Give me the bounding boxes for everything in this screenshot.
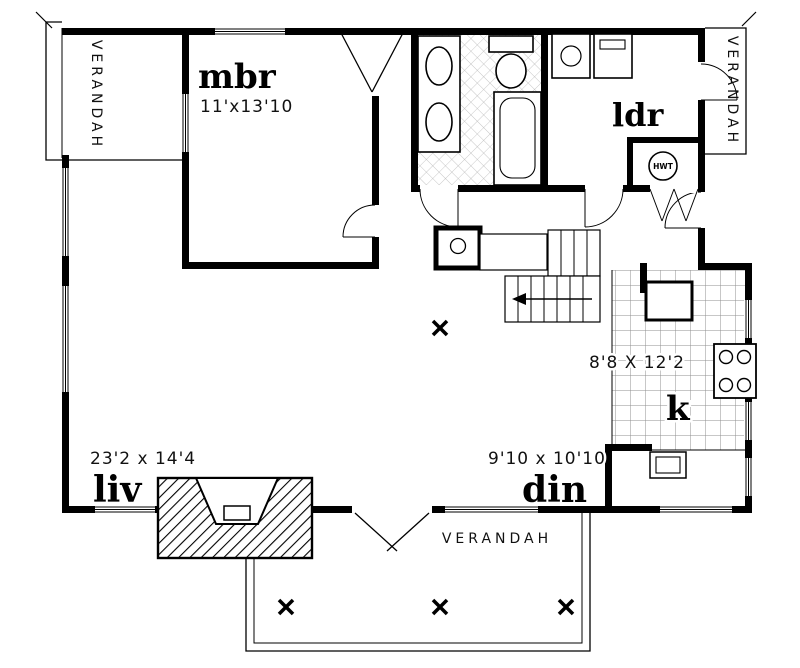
room-label-dining: din [522, 469, 587, 511]
wall-segment [698, 28, 705, 270]
kitchen-cabinet [644, 280, 694, 322]
room-dims-living: 23'2 x 14'4 [90, 449, 196, 469]
dryer-panel [599, 39, 626, 50]
room-dims-mbr: 11'x13'10 [200, 97, 293, 117]
wall-segment [182, 262, 379, 269]
verandah-label-right: VERANDAH [724, 36, 740, 146]
wall-segment [698, 263, 752, 270]
room-label-kitchen: k [666, 389, 691, 429]
post-marker [277, 598, 295, 616]
window [445, 505, 538, 514]
post-marker [557, 598, 575, 616]
door-swing [584, 188, 624, 228]
wall-segment [372, 237, 379, 269]
room-label-ldr: ldr [612, 96, 665, 134]
corner-ticks [35, 11, 757, 29]
verandah-label-bottom: VERANDAH [442, 531, 552, 547]
sink-basin [425, 102, 453, 142]
bifold-closet-doors [339, 30, 405, 93]
wall-segment [627, 137, 698, 143]
fireplace [156, 476, 314, 560]
firebox [194, 477, 280, 525]
wall-segment [62, 28, 705, 35]
bifold-closet-doors [649, 184, 699, 222]
post-marker [431, 598, 449, 616]
left-verandah-outline [45, 21, 182, 161]
hearth-slot [223, 505, 251, 521]
window [660, 505, 732, 514]
window [215, 27, 285, 36]
wall-segment [623, 185, 650, 192]
stove [713, 343, 757, 399]
wall-segment [548, 185, 585, 192]
window [744, 300, 753, 338]
room-dims-dining: 9'10 x 10'10 [488, 449, 606, 469]
bottom-verandah-outline [245, 513, 591, 652]
wall-segment [640, 263, 647, 293]
counter [479, 233, 548, 271]
post-marker [431, 319, 449, 337]
wall-segment [458, 185, 541, 192]
posts [277, 319, 575, 616]
window [744, 402, 753, 440]
wall-segment [605, 444, 612, 513]
toilet-tank [488, 35, 534, 53]
bathtub-basin [499, 97, 536, 179]
wall-segment [411, 185, 420, 192]
burner [736, 377, 752, 393]
room-dims-kitchen: 8'8 X 12'2 [589, 353, 685, 373]
window [181, 94, 190, 152]
hot-water-tank-label: HWT [653, 162, 674, 171]
burner [736, 349, 752, 365]
wall-segment [411, 28, 418, 192]
window [744, 458, 753, 496]
stair-direction-arrow [512, 293, 592, 305]
verandah-label-left: VERANDAH [88, 40, 104, 150]
door-swing [342, 204, 376, 238]
room-label-living: liv [93, 469, 142, 511]
wall-segment [605, 444, 652, 451]
double-entry-doors [352, 505, 432, 552]
sink-basin [425, 46, 453, 86]
staircase [504, 229, 601, 323]
window [61, 286, 70, 392]
burner [718, 377, 734, 393]
right-verandah-outline [703, 27, 747, 155]
labels: mbr 11'x13'10 ldr 8'8 X 12'2 k 23'2 x 14… [88, 36, 741, 547]
washer [551, 33, 591, 79]
wall-segment [541, 28, 548, 192]
counter-peninsula-box [433, 225, 483, 271]
kitchen-fixtures [433, 225, 757, 479]
nook-table [649, 451, 687, 479]
counter-sink [449, 237, 467, 255]
windows [61, 27, 753, 514]
window [61, 168, 70, 256]
door-swing [697, 62, 738, 101]
washer-door [560, 45, 582, 67]
room-label-mbr: mbr [198, 57, 277, 97]
toilet-bowl [495, 53, 527, 89]
window [95, 505, 155, 514]
laundry-fixtures: HWT [551, 33, 678, 181]
wall-segment [627, 137, 633, 191]
bathroom-fixtures [417, 35, 542, 186]
burner [718, 349, 734, 365]
hot-water-tank [648, 151, 678, 181]
bathtub [493, 91, 542, 186]
wall-segment [372, 96, 379, 205]
